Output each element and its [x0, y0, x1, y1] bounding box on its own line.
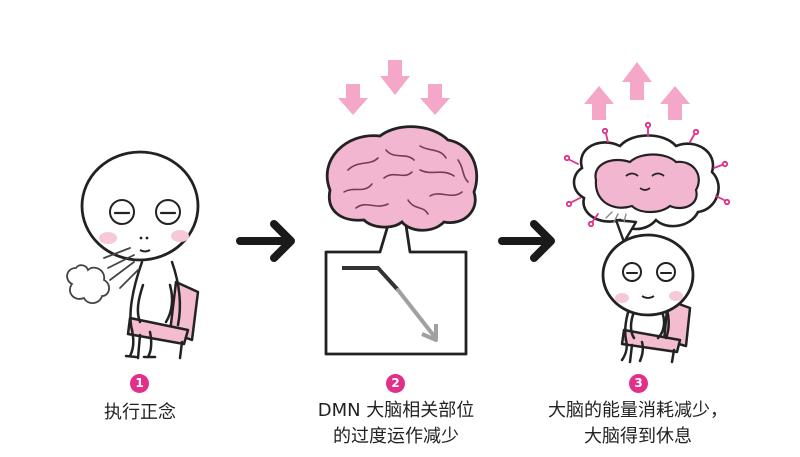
thought-cloud	[563, 121, 731, 244]
step-1-caption: 执行正念	[90, 400, 190, 426]
panel-1-figure	[66, 150, 200, 360]
panel-3	[563, 62, 731, 364]
step-3-badge: 3	[629, 374, 648, 393]
down-arrow-icon	[338, 84, 368, 115]
down-arrow-icon	[380, 60, 410, 95]
speech-box	[324, 183, 468, 356]
brain-icon	[325, 125, 479, 232]
chair	[620, 298, 692, 354]
step-2-caption-line1: DMN 大脑相关部位	[317, 400, 475, 421]
character-head	[601, 233, 695, 317]
step-2-caption-line2: 的过度运作减少	[333, 426, 459, 447]
step-1-caption-line1: 执行正念	[104, 402, 176, 423]
step-2-badge: 2	[386, 374, 405, 393]
step-3-caption: 大脑的能量消耗减少， 大脑得到休息	[538, 398, 738, 450]
step-3-caption-line2: 大脑得到休息	[584, 426, 692, 447]
step-3-caption-line1: 大脑的能量消耗减少，	[548, 400, 728, 421]
right-arrow-icon	[236, 220, 295, 262]
up-arrow-icon	[660, 86, 690, 120]
up-arrow-icon	[622, 62, 652, 100]
panel-2	[324, 60, 479, 356]
up-arrow-icon	[584, 86, 614, 120]
breath-cloud	[66, 247, 139, 304]
character-head	[80, 150, 200, 262]
step-2-caption: DMN 大脑相关部位 的过度运作减少	[300, 398, 492, 450]
step-1-badge: 1	[130, 374, 149, 393]
down-arrow-icon	[420, 84, 450, 115]
right-arrow-icon	[498, 220, 555, 262]
